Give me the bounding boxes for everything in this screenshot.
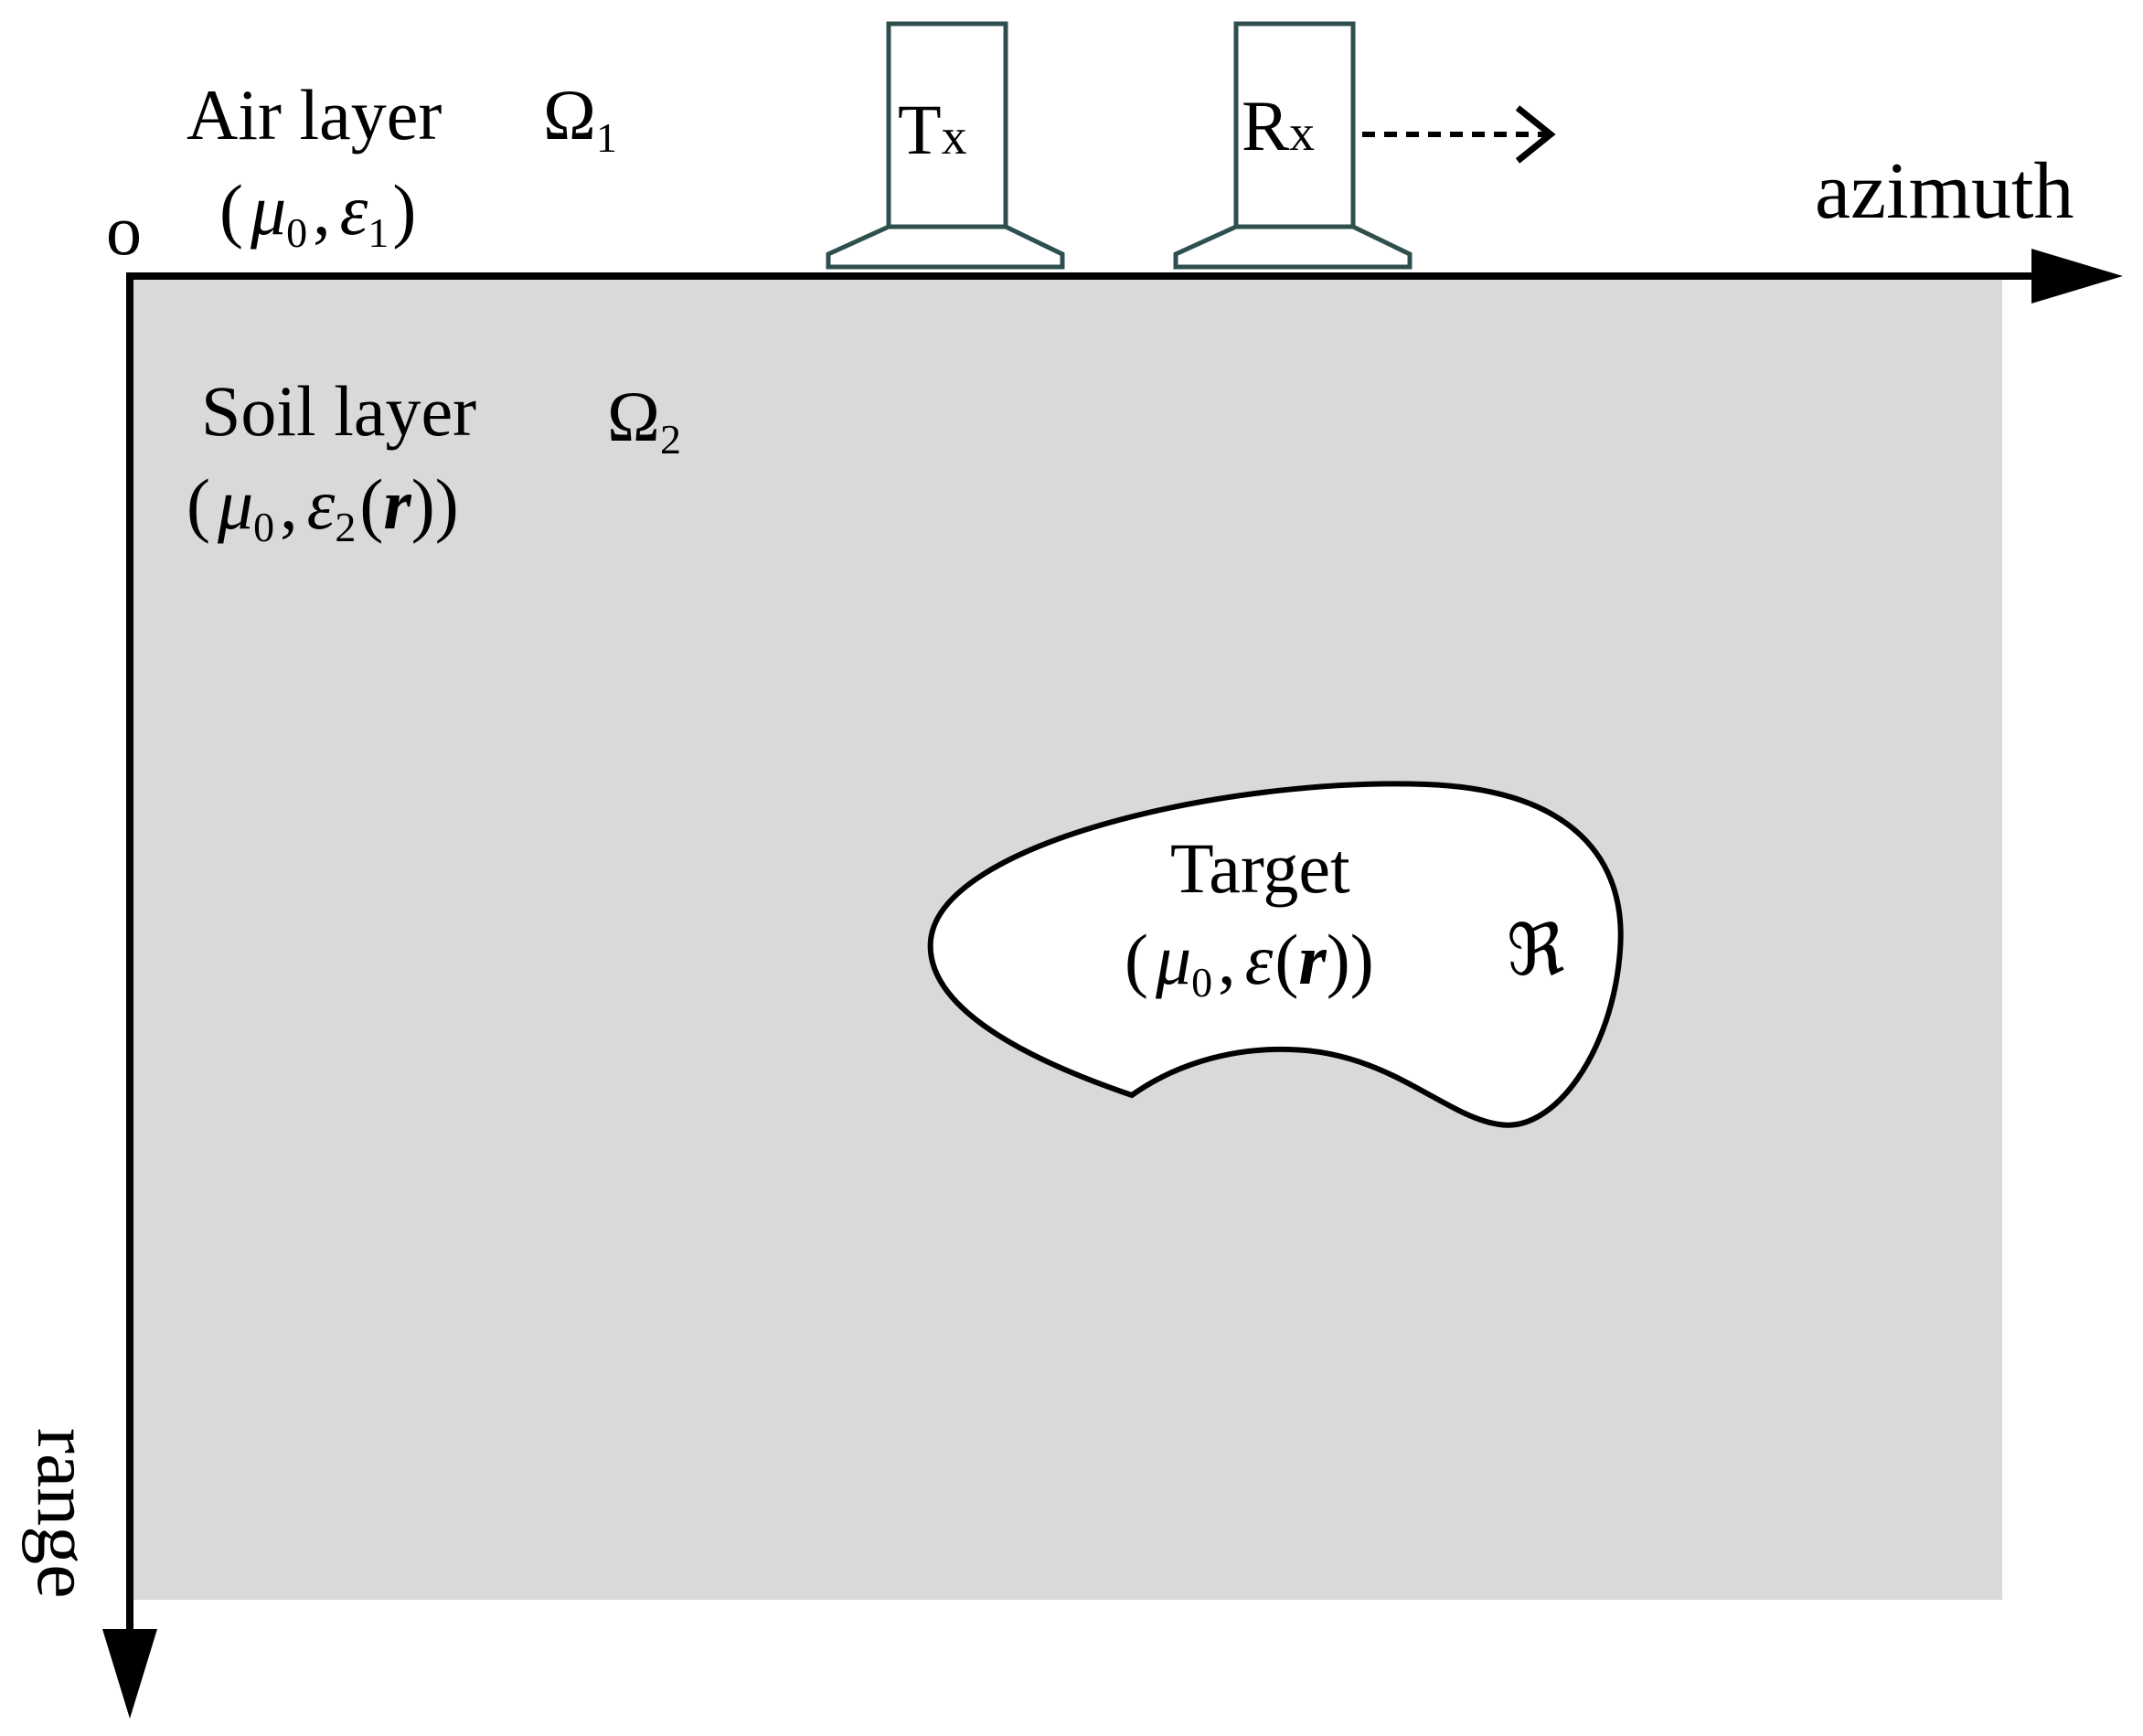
origin-label: o <box>106 190 142 270</box>
azimuth-axis-arrowhead <box>2031 249 2123 304</box>
soil-layer-label: Soil layer <box>201 371 476 451</box>
range-axis-label: range <box>21 1428 106 1599</box>
receiver-label: Rx <box>1242 86 1315 165</box>
receiver-antenna: Rx <box>1173 21 1413 270</box>
scan-direction-arrowhead <box>1515 105 1556 164</box>
soil-layer-domain-symbol: Ω2 <box>607 377 681 463</box>
target-region <box>927 781 1624 1128</box>
target-region-symbol: ℜ <box>1507 911 1565 990</box>
air-layer-label: Air layer <box>187 75 442 154</box>
transmitter-antenna: Tx <box>826 21 1065 270</box>
soil-layer-parameters: (μ0,ε2(r)) <box>187 464 459 550</box>
azimuth-axis-label: azimuth <box>1815 147 2074 236</box>
transmitter-base <box>826 224 1065 270</box>
receiver-base <box>1173 224 1413 270</box>
air-layer-domain-symbol: Ω1 <box>543 75 617 161</box>
target-parameters: (μ0,ε(r)) <box>1125 920 1374 1006</box>
target-label: Target <box>1170 828 1350 908</box>
transmitter-body <box>886 21 1008 229</box>
range-axis-arrowhead <box>102 1629 157 1719</box>
transmitter-label: Tx <box>898 90 967 169</box>
air-layer-parameters: (μ0,ε1) <box>219 170 416 256</box>
receiver-body <box>1233 21 1356 229</box>
